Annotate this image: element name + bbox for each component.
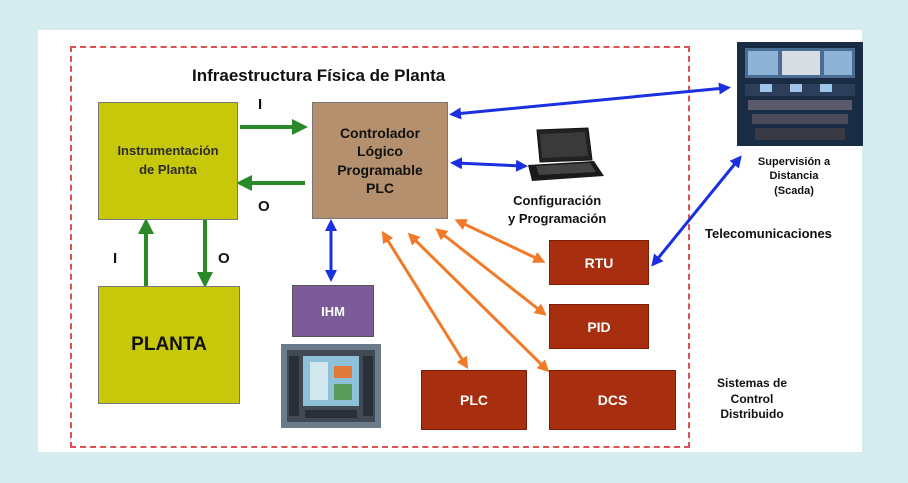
hmi-panel-image — [281, 344, 381, 428]
dcs-box: DCS — [549, 370, 676, 430]
label-output-top: O — [258, 198, 270, 215]
scada-control-room-image — [737, 42, 863, 146]
arrow-plc-scada — [449, 82, 731, 120]
instrumentation-label: Instrumentación de Planta — [117, 143, 219, 177]
rtu-label: RTU — [584, 254, 614, 271]
label-input-left: I — [113, 250, 118, 267]
planta-label: PLANTA — [131, 334, 207, 355]
label-input-top: I — [258, 96, 263, 113]
arrow-plc-laptop — [450, 157, 528, 172]
ihm-box: IHM — [292, 285, 374, 337]
pid-box: PID — [549, 304, 649, 349]
plc-small-label: PLC — [460, 392, 488, 408]
remote-supervision-label: Supervisión a Distancia (Scada) — [757, 156, 831, 197]
config-programming-label: Configuración y Programación — [508, 193, 607, 227]
arrow-plc-dcs — [407, 232, 550, 373]
diagram-title: Infraestructura Física de Planta — [192, 66, 446, 85]
plc-controller-box: Controlador Lógico Programable PLC — [312, 102, 448, 219]
pid-label: PID — [587, 318, 611, 335]
plc-controller-label: Controlador Lógico Programable PLC — [337, 125, 423, 196]
planta-box: PLANTA — [98, 286, 240, 404]
arrow-rtu-scada — [651, 155, 742, 267]
arrow-plc-plc — [381, 230, 469, 370]
instrumentation-box: Instrumentación de Planta — [98, 102, 238, 220]
ihm-label: IHM — [321, 303, 345, 319]
rtu-box: RTU — [549, 240, 649, 285]
label-output-left: O — [218, 250, 230, 267]
distributed-control-label: Sistemas de Control Distribuido — [716, 376, 788, 422]
telecommunications-label: Telecomunicaciones — [705, 226, 832, 241]
laptop-icon — [528, 127, 604, 181]
plc-small-box: PLC — [421, 370, 527, 430]
arrow-plc-pid — [435, 228, 547, 316]
dcs-label: DCS — [597, 392, 628, 408]
